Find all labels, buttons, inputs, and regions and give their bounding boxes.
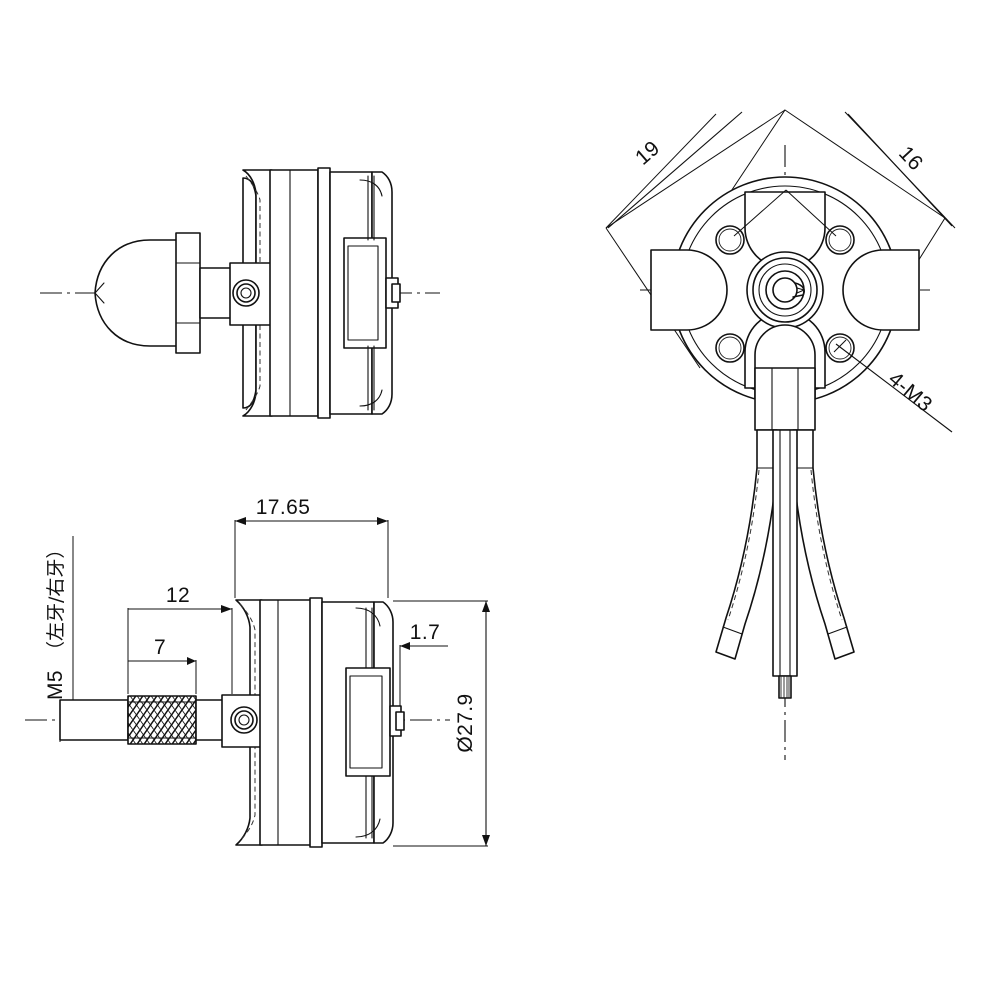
m3-hole-sw-thread: [718, 336, 742, 360]
dim-label-7: 7: [154, 636, 166, 659]
m3-callout-leader: [835, 343, 953, 433]
spinner-tip-detail: [94, 282, 105, 304]
wire-center-strands: [780, 675, 790, 699]
wire-left-hidden-edge: [727, 469, 760, 621]
motor-can-body-left-v3: [259, 599, 313, 846]
arrow-7-right: [187, 657, 196, 665]
view-side-dimensioned: [25, 597, 450, 848]
arrow-dia-bottom: [482, 835, 490, 846]
set-screw-hex-view1: [236, 283, 256, 303]
motor-can-body-left: [269, 169, 319, 417]
dim-leader-19: [607, 111, 743, 229]
wire-left-strip-line: [722, 626, 743, 635]
thread-hatching: [128, 696, 196, 744]
dim-label-12: 12: [166, 584, 190, 607]
arrow-1765-right: [377, 517, 388, 525]
arrow-17: [400, 642, 410, 650]
rear-shaft-tip: [391, 283, 401, 303]
hub-keyway-inner: [796, 287, 805, 294]
m3-hole-nw: [715, 225, 745, 255]
wire-right-hidden-edge: [810, 469, 843, 621]
arrow-1765-left: [235, 517, 246, 525]
dim-leader-16: [847, 113, 953, 227]
m3-hole-se-thread: [828, 336, 852, 360]
m3-hole-ne-thread: [828, 228, 852, 252]
hub-ring-3: [758, 263, 812, 317]
dim-label-m5-note: （左牙/右牙）: [45, 540, 67, 660]
rear-mount-plate-inner-v3: [349, 675, 383, 769]
cutout-west: [650, 249, 728, 331]
pitch-ext-line-aux: [605, 113, 717, 229]
bell-right-chamfer-bottom: [359, 389, 383, 407]
wire-center: [772, 429, 798, 677]
wire-center-strip: [778, 675, 792, 699]
dim-label-dia279: Ø27.9: [454, 693, 477, 752]
hole-leader-nw: [733, 189, 787, 237]
dim-label-1765: 17.65: [256, 496, 311, 519]
set-screw-bore-view1: [240, 287, 252, 299]
hub-keyway-detail: [792, 282, 805, 298]
hub-shaft-circle: [772, 277, 798, 303]
can-split-gap-v3: [309, 597, 323, 848]
m3-hole-se: [825, 333, 855, 363]
hub-ring-2: [752, 257, 818, 323]
central-hub: [746, 251, 824, 329]
rear-mount-plate-inner: [347, 245, 379, 341]
hub-outer: [746, 251, 824, 329]
m3-callout-cross: [833, 339, 847, 353]
wire-right-strip-line: [827, 626, 848, 635]
shaft-plain-left: [59, 699, 129, 741]
m3-hole-sw: [715, 333, 745, 363]
view-wire-harness: [715, 367, 855, 760]
view-front-side-with-spinner: [40, 167, 440, 419]
pitch-ext-line-left-top: [605, 109, 786, 229]
set-screw-hex-view3: [234, 710, 254, 730]
rear-shaft-tip-v3: [395, 711, 405, 731]
arrow-dia-top: [482, 601, 490, 612]
set-screw-bore-view3: [238, 714, 250, 726]
prop-adapter-flange: [175, 232, 201, 354]
arrow-12-right: [221, 605, 232, 613]
dim-label-17: 1.7: [410, 621, 440, 644]
hole-leader-ne: [785, 189, 837, 237]
dim-label-m5: M5: [44, 670, 67, 700]
can-split-gap: [317, 167, 331, 419]
cutout-east: [842, 249, 920, 331]
wire-shrink-collar: [754, 367, 816, 431]
bell-right-chamfer-top: [359, 179, 383, 197]
m3-hole-nw-thread: [718, 228, 742, 252]
